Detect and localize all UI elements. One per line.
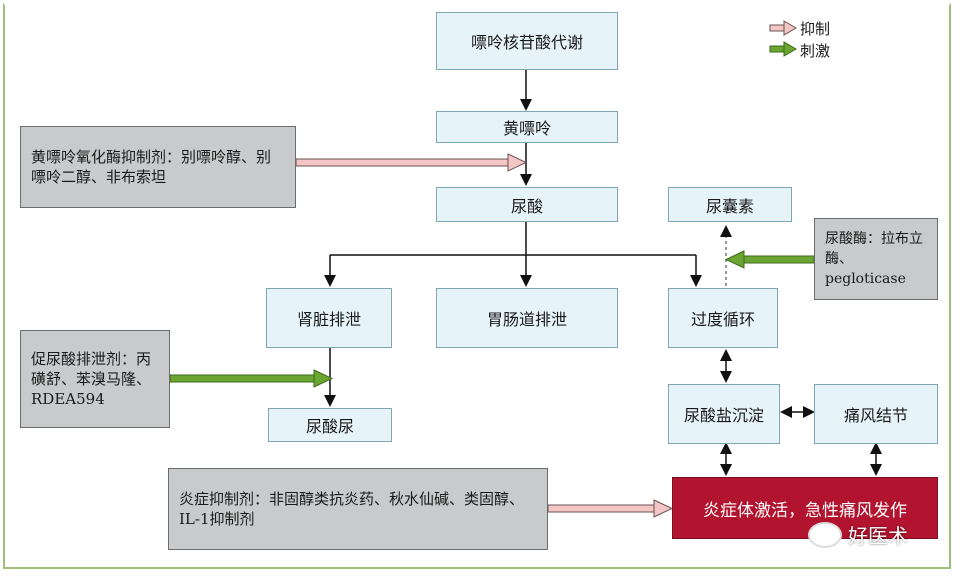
inhibit-arrow-inflammation [547,499,674,518]
node-kidney-excretion: 肾脏排泄 [266,288,392,348]
node-kidney-label: 肾脏排泄 [296,310,361,329]
node-urine-label: 尿酸尿 [305,417,354,436]
node-allantoin: 尿囊素 [668,187,792,222]
drug-anti-inflammatory-label: 炎症抑制剂：非固醇类抗炎药、秋水仙碱、类固醇、IL-1抑制剂 [179,490,525,528]
node-saturation: 过度循环 [668,288,778,348]
node-uric-acid-label: 尿酸 [510,196,543,216]
legend-stimulate-label: 刺激 [800,42,831,60]
stimulate-arrow-uricase [724,250,815,269]
drug-uricosurics: 促尿酸排泄剂：丙磺舒、苯溴马隆、RDEA594 [20,330,170,428]
watermark-label: 好医术 [848,524,908,548]
node-saturation-label: 过度循环 [690,310,755,329]
legend-stimulate: 刺激 [800,40,830,61]
drug-anti-inflammatory: 炎症抑制剂：非固醇类抗炎药、秋水仙碱、类固醇、IL-1抑制剂 [168,468,548,550]
node-xanthine-label: 黄嘌呤 [502,119,551,138]
node-gut-excretion: 胃肠道排泄 [436,288,618,348]
node-acute-gout-attack: 炎症体激活，急性痛风发作 [672,477,938,539]
node-tophus-label: 痛风结节 [843,406,908,425]
node-purine-metabolism: 嘌呤核苷酸代谢 [436,12,618,70]
inhibit-arrow-xo [295,153,528,172]
drug-uricase-label: 尿酸酶：拉布立酶、pegloticase [825,231,923,287]
node-gut-label: 胃肠道排泄 [486,310,567,329]
legend-inhibit-label: 抑制 [800,20,831,38]
drug-uricosuric-label: 促尿酸排泄剂：丙磺舒、苯溴马隆、RDEA594 [31,350,152,408]
figure-frame [3,3,951,569]
node-xanthine: 黄嘌呤 [436,111,618,143]
legend-inhibit-arrow-icon [769,20,797,36]
legend-inhibit: 抑制 [800,18,830,39]
legend-stimulate-arrow-icon [769,41,797,57]
node-crystal-label: 尿酸盐沉淀 [683,406,764,425]
node-uric-urine: 尿酸尿 [268,408,392,442]
node-tophus: 痛风结节 [814,384,938,444]
drug-xanthine-oxidase-inhibitors: 黄嘌呤氧化酶抑制剂：别嘌呤醇、别嘌呤二醇、非布索坦 [20,126,296,208]
drug-uricase: 尿酸酶：拉布立酶、pegloticase [814,218,938,300]
watermark: 好医术 [808,520,908,549]
node-allantoin-label: 尿囊素 [705,196,754,216]
drug-xo-label: 黄嘌呤氧化酶抑制剂：别嘌呤醇、别嘌呤二醇、非布索坦 [31,148,272,186]
node-purine-label: 嘌呤核苷酸代谢 [470,33,583,52]
node-urate-crystal: 尿酸盐沉淀 [668,384,780,444]
wechat-logo-icon [808,521,842,548]
node-attack-label: 炎症体激活，急性痛风发作 [703,500,907,521]
node-uric-acid: 尿酸 [436,187,618,222]
stimulate-arrow-uricosuric [169,369,334,388]
